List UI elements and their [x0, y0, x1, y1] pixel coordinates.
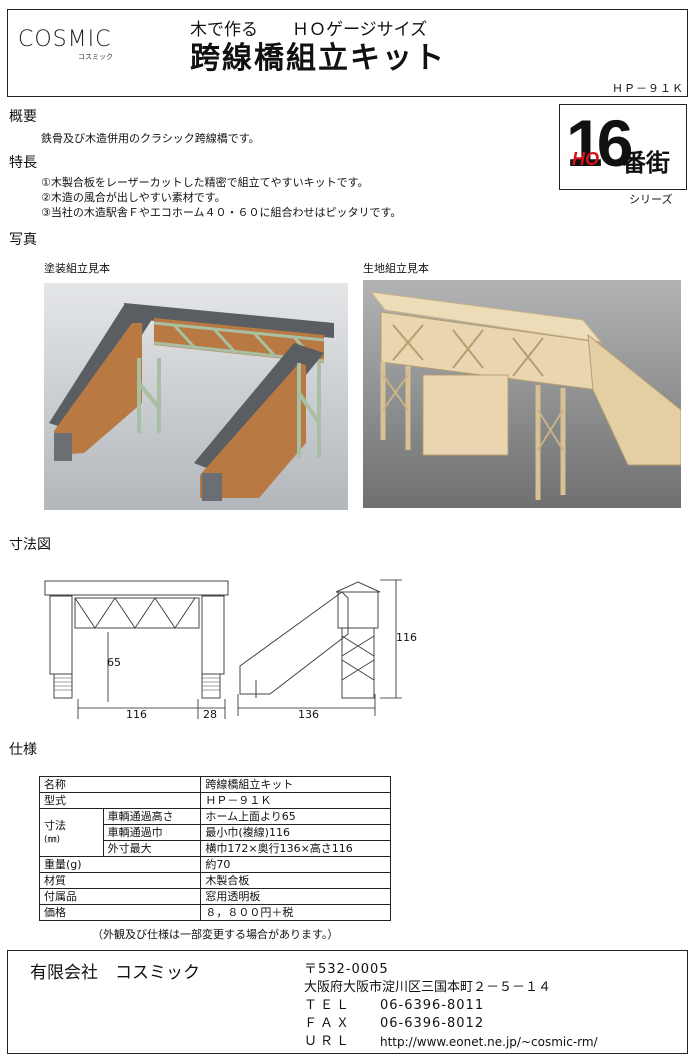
raw-sample-photo [363, 280, 681, 508]
footer-box [7, 950, 688, 1054]
spec-heading: 仕様 [9, 742, 37, 758]
fax-label: ＦＡＸ [304, 1016, 353, 1031]
spec-value: 横巾172×奥行136×高さ116 [200, 840, 391, 857]
product-code: ＨＰ－９１Ｋ [612, 82, 684, 95]
spec-value: 木製合板 [200, 872, 391, 889]
spec-value: 窓用透明板 [200, 888, 391, 905]
dim-depth: 136 [298, 708, 319, 721]
spec-label: 付属品 [38, 888, 202, 905]
spec-value: 約70 [200, 856, 391, 873]
dim-span: 116 [126, 708, 147, 721]
table-row: 外寸最大 横巾172×奥行136×高さ116 [40, 840, 391, 857]
size-label-text: 寸法 [44, 818, 66, 832]
tel-label: ＴＥＬ [304, 998, 353, 1013]
spec-size-label: 寸法 (㎜) [39, 808, 104, 857]
table-row: 材質 木製合板 [38, 872, 391, 889]
spec-value: ホーム上面より65 [200, 808, 391, 825]
table-row: 価格 ８，８００円＋税 [38, 904, 391, 921]
side-view-drawing [230, 576, 410, 724]
photos-heading: 写真 [9, 232, 37, 248]
feature-item: ①木製合板をレーザーカットした精密で組立てやすいキットです。 [41, 176, 369, 189]
overview-heading: 概要 [9, 109, 37, 125]
spec-note: （外観及び仕様は一部変更する場合があります。） [92, 928, 339, 941]
badge-street: 番街 [622, 149, 670, 177]
spec-value: 跨線橋組立キット [200, 776, 391, 793]
website-link[interactable]: http://www.eonet.ne.jp/~cosmic-rm/ [380, 1035, 598, 1049]
size-unit-text: (㎜) [44, 834, 61, 845]
feature-item: ③当社の木造駅舎Ｆやエコホーム４０・６０に組合わせはピッタリです。 [41, 206, 402, 219]
series-badge: 16 HO 番街 [559, 104, 687, 190]
spec-label: 車輌通過巾 [102, 824, 202, 841]
table-row: 名称 跨線橋組立キット [38, 776, 391, 793]
table-row: 寸法 (㎜) 車輌通過高さ ホーム上面より65 [39, 808, 391, 857]
spec-label: 材質 [38, 872, 202, 889]
fax-number: 06-6396-8012 [380, 1016, 485, 1031]
painted-sample-photo [44, 283, 348, 510]
tel-number: 06-6396-8011 [380, 998, 485, 1013]
features-heading: 特長 [9, 155, 37, 171]
dim-height: 116 [396, 631, 417, 644]
address: 大阪府大阪市淀川区三国本町２－５－１４ [304, 980, 552, 995]
table-row: 付属品 窓用透明板 [38, 888, 391, 905]
spec-label: 価格 [38, 904, 202, 921]
badge-caption: シリーズ [629, 193, 673, 206]
painted-sample-label: 塗装組立見本 [44, 262, 110, 275]
spec-label: 車輌通過高さ [102, 808, 202, 825]
spec-value: ＨＰ－９１Ｋ [200, 792, 391, 809]
dim-side: 28 [203, 708, 217, 721]
overview-text: 鉄骨及び木造併用のクラシック跨線橋です。 [41, 132, 260, 145]
badge-ho: HO [572, 149, 599, 169]
page-title: 跨線橋組立キット [190, 41, 446, 76]
spec-value: 最小巾(複線)116 [200, 824, 391, 841]
header-subtitle: 木で作る ＨＯゲージサイズ [190, 20, 428, 40]
logo-text: COSMIC [18, 27, 112, 52]
spec-value: ８，８００円＋税 [200, 904, 391, 921]
spec-table: 名称 跨線橋組立キット 型式 ＨＰ－９１Ｋ 寸法 (㎜) 車輌通過高さ ホーム上… [38, 776, 391, 921]
postal-code: 〒532-0005 [304, 962, 389, 977]
spec-label: 重量(g) [38, 856, 202, 873]
raw-sample-label: 生地組立見本 [363, 262, 429, 275]
url-label: ＵＲＬ [304, 1034, 353, 1049]
logo-subtext: コスミック [78, 53, 113, 61]
feature-item: ②木造の風合が出しやすい素材です。 [41, 191, 226, 204]
badge-number: 16 [566, 106, 633, 180]
front-view-drawing [40, 574, 240, 724]
spec-label: 外寸最大 [102, 840, 202, 857]
dim-clear-height: 65 [107, 656, 121, 669]
table-row: 型式 ＨＰ－９１Ｋ [38, 792, 391, 809]
spec-label: 型式 [38, 792, 202, 809]
company-name: 有限会社 コスミック [30, 963, 200, 983]
header-box [7, 9, 688, 97]
spec-label: 名称 [38, 776, 202, 793]
cosmic-logo: COSMIC コスミック [18, 28, 118, 68]
dimensions-heading: 寸法図 [9, 537, 51, 553]
table-row: 重量(g) 約70 [38, 856, 391, 873]
